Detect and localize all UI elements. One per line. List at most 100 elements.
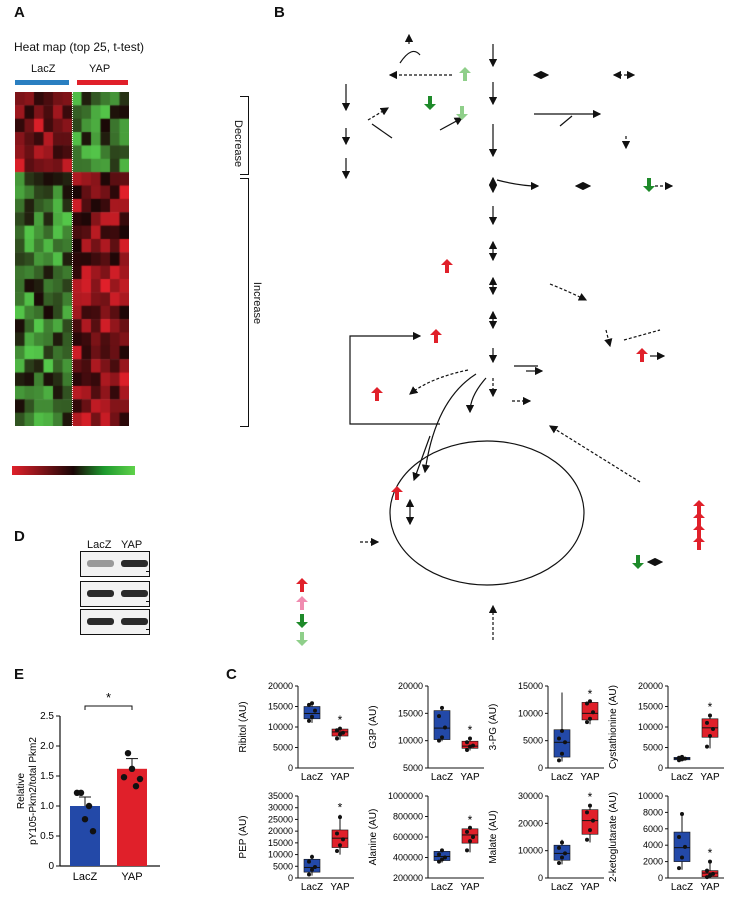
data-point	[563, 740, 567, 745]
y-tick-label: 5000	[273, 743, 293, 753]
y-tick-label: 15000	[268, 702, 293, 712]
data-point	[471, 743, 475, 748]
data-point	[683, 756, 687, 761]
y-tick-label: 2.5	[40, 711, 54, 722]
legend-arrow-icon	[296, 596, 308, 610]
change-arrow-g6p-icon	[459, 67, 471, 81]
y-axis-label: 2-ketoglutarate (AU)	[608, 792, 619, 882]
significance-star: *	[338, 713, 343, 727]
data-point	[560, 751, 564, 756]
data-point	[588, 699, 592, 704]
significance-star: *	[588, 687, 593, 701]
data-point	[307, 718, 311, 723]
increase-bracket	[240, 178, 249, 427]
data-point	[437, 714, 441, 719]
data-point	[680, 855, 684, 860]
data-point	[89, 828, 97, 835]
data-point	[136, 775, 144, 783]
y-axis-label: G3P (AU)	[368, 705, 379, 748]
significance-star: *	[468, 723, 473, 737]
y-tick-label: 35000	[268, 791, 293, 801]
y-tick-label: 0	[538, 873, 543, 883]
panel-c-letter: C	[226, 666, 237, 683]
significance-star: *	[106, 690, 111, 705]
x-category-label: LacZ	[551, 882, 573, 893]
data-point	[310, 867, 314, 872]
data-point	[588, 803, 592, 808]
change-arrow-ribitol-icon	[424, 96, 436, 110]
blot-strip	[80, 551, 150, 577]
y-tick-label: 1.5	[40, 771, 54, 782]
y-tick-label: 15000	[398, 708, 423, 718]
x-category-label: YAP	[700, 772, 720, 783]
y-tick-label: 10000	[638, 791, 663, 801]
data-point	[443, 725, 447, 730]
data-point	[585, 837, 589, 842]
y-tick-label: 6000	[643, 824, 663, 834]
data-point	[708, 734, 712, 739]
kda-tick	[146, 571, 150, 572]
lacz-group-bar	[15, 80, 69, 85]
y-tick-label: 20000	[518, 818, 543, 828]
x-category-label: YAP	[700, 882, 720, 893]
y-tick-label: 20000	[398, 681, 423, 691]
data-point	[468, 736, 472, 741]
data-point	[468, 825, 472, 830]
data-point	[585, 701, 589, 706]
y-tick-label: 10000	[518, 846, 543, 856]
data-point	[440, 705, 444, 710]
x-category-label: YAP	[330, 882, 350, 893]
y-axis-label-1: Relative	[16, 773, 27, 810]
x-category-label: YAP	[460, 882, 480, 893]
data-point	[81, 816, 89, 823]
data-point	[680, 812, 684, 817]
data-point	[440, 857, 444, 862]
significance-star: *	[708, 846, 713, 860]
y-axis-label: PEP (AU)	[238, 815, 249, 858]
change-arrow-f6p-icon	[456, 106, 468, 120]
blot-band	[121, 590, 148, 597]
y-tick-label: 15000	[638, 702, 663, 712]
y-tick-label: 10000	[268, 722, 293, 732]
data-point	[708, 713, 712, 718]
x-category-label: YAP	[121, 871, 142, 883]
panel-a-letter: A	[14, 4, 25, 21]
blot-band	[121, 560, 148, 567]
color-scale-bar	[12, 466, 135, 475]
data-point	[557, 758, 561, 763]
data-point	[310, 701, 314, 706]
x-category-label: LacZ	[301, 882, 323, 893]
data-point	[708, 859, 712, 864]
y-tick-label: 0	[658, 763, 663, 773]
x-category-label: LacZ	[431, 772, 453, 783]
data-point	[557, 845, 561, 850]
x-category-label: LacZ	[671, 772, 693, 783]
group-label-yap: YAP	[89, 63, 111, 75]
blot-band	[87, 560, 114, 567]
y-tick-label: 5000	[523, 736, 543, 746]
data-point	[588, 716, 592, 721]
box-lacz	[433, 710, 451, 740]
data-point	[585, 720, 589, 725]
data-point	[338, 815, 342, 820]
significance-star: *	[588, 790, 593, 804]
data-point	[443, 855, 447, 860]
x-category-label: YAP	[460, 772, 480, 783]
change-arrow-cystathionine-icon	[636, 348, 648, 362]
y-tick-label: 5000	[643, 743, 663, 753]
y-tick-label: 0	[48, 861, 54, 872]
x-category-label: LacZ	[73, 871, 98, 883]
kda-tick	[146, 601, 150, 602]
data-point	[588, 828, 592, 833]
x-category-label: LacZ	[551, 772, 573, 783]
y-tick-label: 0	[288, 763, 293, 773]
significance-star: *	[468, 813, 473, 827]
y-tick-label: 2.0	[40, 741, 54, 752]
change-arrow-3pg-icon	[441, 259, 453, 273]
y-tick-label: 10000	[638, 722, 663, 732]
data-point	[341, 837, 345, 842]
panel-e-letter: E	[14, 666, 25, 683]
